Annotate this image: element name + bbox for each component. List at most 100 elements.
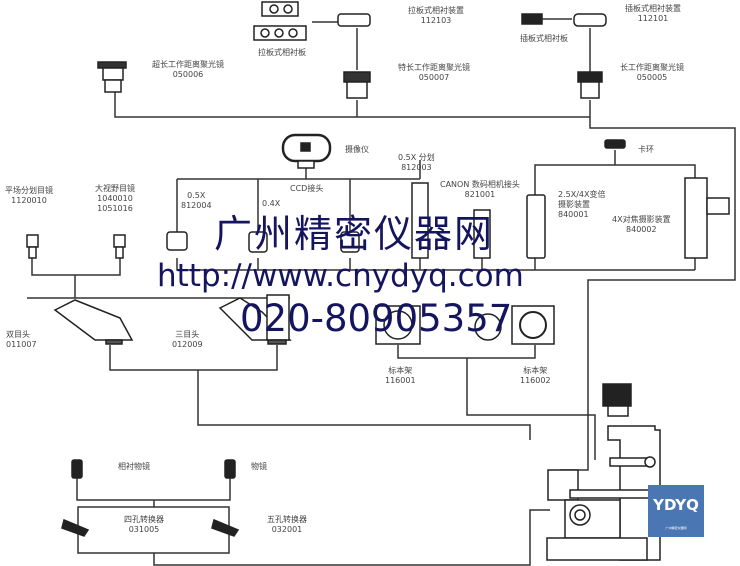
insert-phase-plate-label: 插板式相衬板 bbox=[520, 34, 568, 43]
camera-label: 摄像仪 bbox=[345, 145, 369, 154]
code: 050005 bbox=[636, 73, 668, 82]
code2: 1051016 bbox=[97, 204, 133, 213]
objective-label: 物镜 bbox=[251, 462, 267, 471]
name: 大视野目镜 bbox=[95, 184, 135, 193]
logo-subtitle: 广州精密仪器网 bbox=[665, 526, 687, 530]
code: 840002 bbox=[626, 225, 657, 234]
adapter-icons bbox=[166, 182, 491, 259]
name: 平场分划目镜 bbox=[5, 186, 53, 195]
name: 五孔转换器 bbox=[267, 515, 307, 524]
name: 0.5X 分划 bbox=[398, 153, 435, 162]
phase-connector bbox=[312, 18, 591, 72]
name: 标本架 bbox=[388, 366, 413, 375]
code: 1120010 bbox=[11, 196, 47, 205]
objective-connector bbox=[76, 478, 550, 566]
code: 812003 bbox=[401, 163, 432, 172]
clamp-ring-label: 卡环 bbox=[638, 145, 654, 154]
trinocular-head-icon bbox=[218, 294, 292, 345]
name: CANON 数码相机接头 bbox=[440, 180, 520, 189]
code: 012009 bbox=[172, 340, 203, 349]
name: 超长工作距离聚光镜 bbox=[152, 60, 224, 69]
code: 050007 bbox=[418, 73, 450, 82]
condenser-050007-icon bbox=[343, 71, 371, 99]
name: 0.5X bbox=[187, 191, 206, 200]
binocular-head-icon bbox=[53, 299, 134, 345]
stage-extra-icon bbox=[474, 313, 502, 341]
insert-phase-plate-icon bbox=[521, 13, 543, 25]
stage-116002-icon bbox=[511, 305, 555, 345]
pull-phase-device-icon bbox=[337, 13, 371, 27]
code: 032001 bbox=[271, 525, 303, 534]
watermark-name: 广州精密仪器网 bbox=[214, 212, 495, 256]
code: 112103 bbox=[420, 16, 452, 25]
phase-objective-label: 相衬物镜 bbox=[118, 462, 150, 471]
code: 112101 bbox=[637, 14, 669, 23]
code: 050006 bbox=[172, 70, 204, 79]
name: 标本架 bbox=[523, 366, 548, 375]
insert-phase-device-icon bbox=[573, 13, 607, 27]
watermark-url: http://www.cnydyq.com bbox=[157, 258, 524, 294]
condenser-connector bbox=[114, 92, 736, 471]
eyepiece-icons bbox=[26, 234, 126, 259]
nosepiece-icons bbox=[61, 518, 240, 537]
name: 4X对焦摄影装置 bbox=[612, 215, 671, 224]
name: 拉板式相衬装置 bbox=[408, 6, 464, 15]
objective-icons bbox=[71, 459, 236, 479]
camera-icon bbox=[281, 133, 332, 169]
watermark-phone: 020-80905357 bbox=[240, 297, 513, 340]
focus-photo-icon bbox=[684, 177, 730, 259]
stage-116001-icon bbox=[375, 305, 421, 345]
adapter-04x-label: 0.4X bbox=[262, 199, 281, 208]
pull-phase-plate-icon bbox=[253, 1, 307, 41]
name: 三目头 bbox=[175, 330, 200, 339]
code: 840001 bbox=[558, 210, 589, 219]
eyepiece-connector bbox=[27, 258, 290, 299]
clamp-ring-icon bbox=[604, 139, 626, 149]
code: 011007 bbox=[6, 340, 37, 349]
name2: 摄影装置 bbox=[558, 200, 590, 209]
code: 116001 bbox=[385, 376, 416, 385]
photo-connector bbox=[534, 150, 696, 270]
ydyq-logo: YDYQ 广州精密仪器网 bbox=[648, 485, 704, 537]
code1: 1040010 bbox=[97, 194, 133, 203]
code: 031005 bbox=[128, 525, 160, 534]
name: 2.5X/4X变倍 bbox=[558, 190, 606, 199]
condenser-050005-icon bbox=[577, 71, 603, 99]
name: 双目头 bbox=[6, 330, 30, 339]
ccd-adapter-label: CCD接头 bbox=[290, 184, 324, 193]
code: 812004 bbox=[181, 201, 212, 210]
condenser-050006-icon bbox=[97, 61, 127, 93]
microscope-icon bbox=[546, 383, 661, 561]
logo-text: YDYQ bbox=[653, 496, 699, 514]
code: 821001 bbox=[464, 190, 496, 199]
zoom-photo-icon bbox=[526, 194, 546, 259]
stage-connector bbox=[397, 345, 596, 460]
camera-connector bbox=[176, 160, 695, 271]
name: 长工作距离聚光镜 bbox=[620, 63, 684, 72]
name: 插板式相衬装置 bbox=[625, 4, 681, 13]
code: 116002 bbox=[520, 376, 551, 385]
name: 四孔转换器 bbox=[124, 515, 164, 524]
head-connector bbox=[109, 345, 531, 440]
name: 特长工作距离聚光镜 bbox=[398, 63, 470, 72]
